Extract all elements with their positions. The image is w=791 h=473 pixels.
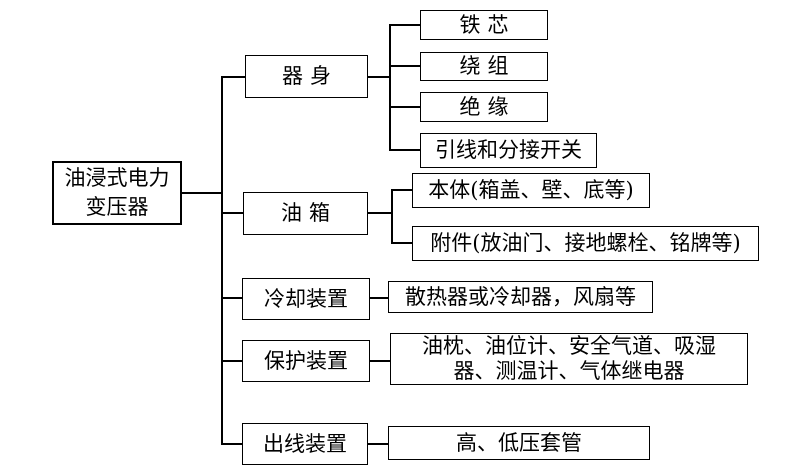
node-iron-core: 铁芯 [420,10,548,40]
node-main-body: 器身 [245,55,368,98]
connector-trunk-to-cooling [221,297,242,299]
connector-trunk-to-protection [221,360,242,362]
connector-protection-to-child [370,360,390,362]
root-node-oil-immersed-power-transformer: 油浸式电力 变压器 [52,161,182,225]
connector-to-winding [389,65,420,67]
node-tank-body: 本体(箱盖、壁、底等) [412,173,650,208]
connector-oil-tank-to-branch [368,212,392,214]
connector-trunk-to-outlet [221,443,242,445]
connector-to-leads-tap-changer [389,149,420,151]
connector-to-tank-accessories [391,242,412,244]
connector-main-body-to-branch [368,76,390,78]
node-cooling-device: 冷却装置 [242,278,370,320]
connector-cooling-to-child [370,297,388,299]
node-protection-components: 油枕、油位计、安全气道、吸湿 器、测温计、气体继电器 [390,333,748,385]
connector-to-insulation [389,106,420,108]
connector-trunk [221,76,223,445]
node-protection-device: 保护装置 [242,340,370,382]
connector-root-to-trunk [182,192,222,194]
node-leads-and-tap-changer: 引线和分接开关 [420,133,597,168]
connector-to-tank-body [391,189,412,191]
node-insulation: 绝缘 [420,92,548,122]
connector-outlet-to-child [368,443,388,445]
node-outlet-device: 出线装置 [242,423,368,465]
connector-trunk-to-oil-tank [221,212,243,214]
connector-trunk-to-main-body [221,76,245,78]
node-oil-tank: 油箱 [243,192,368,235]
connector-main-body-branch [389,24,391,151]
node-tank-accessories: 附件(放油门、接地螺栓、铭牌等) [412,226,759,261]
node-hv-lv-bushings: 高、低压套管 [388,426,650,460]
node-radiator-cooler-fan: 散热器或冷却器，风扇等 [388,281,653,313]
node-winding: 绕组 [420,52,548,81]
connector-to-iron-core [389,24,420,26]
connector-oil-tank-branch [391,189,393,244]
